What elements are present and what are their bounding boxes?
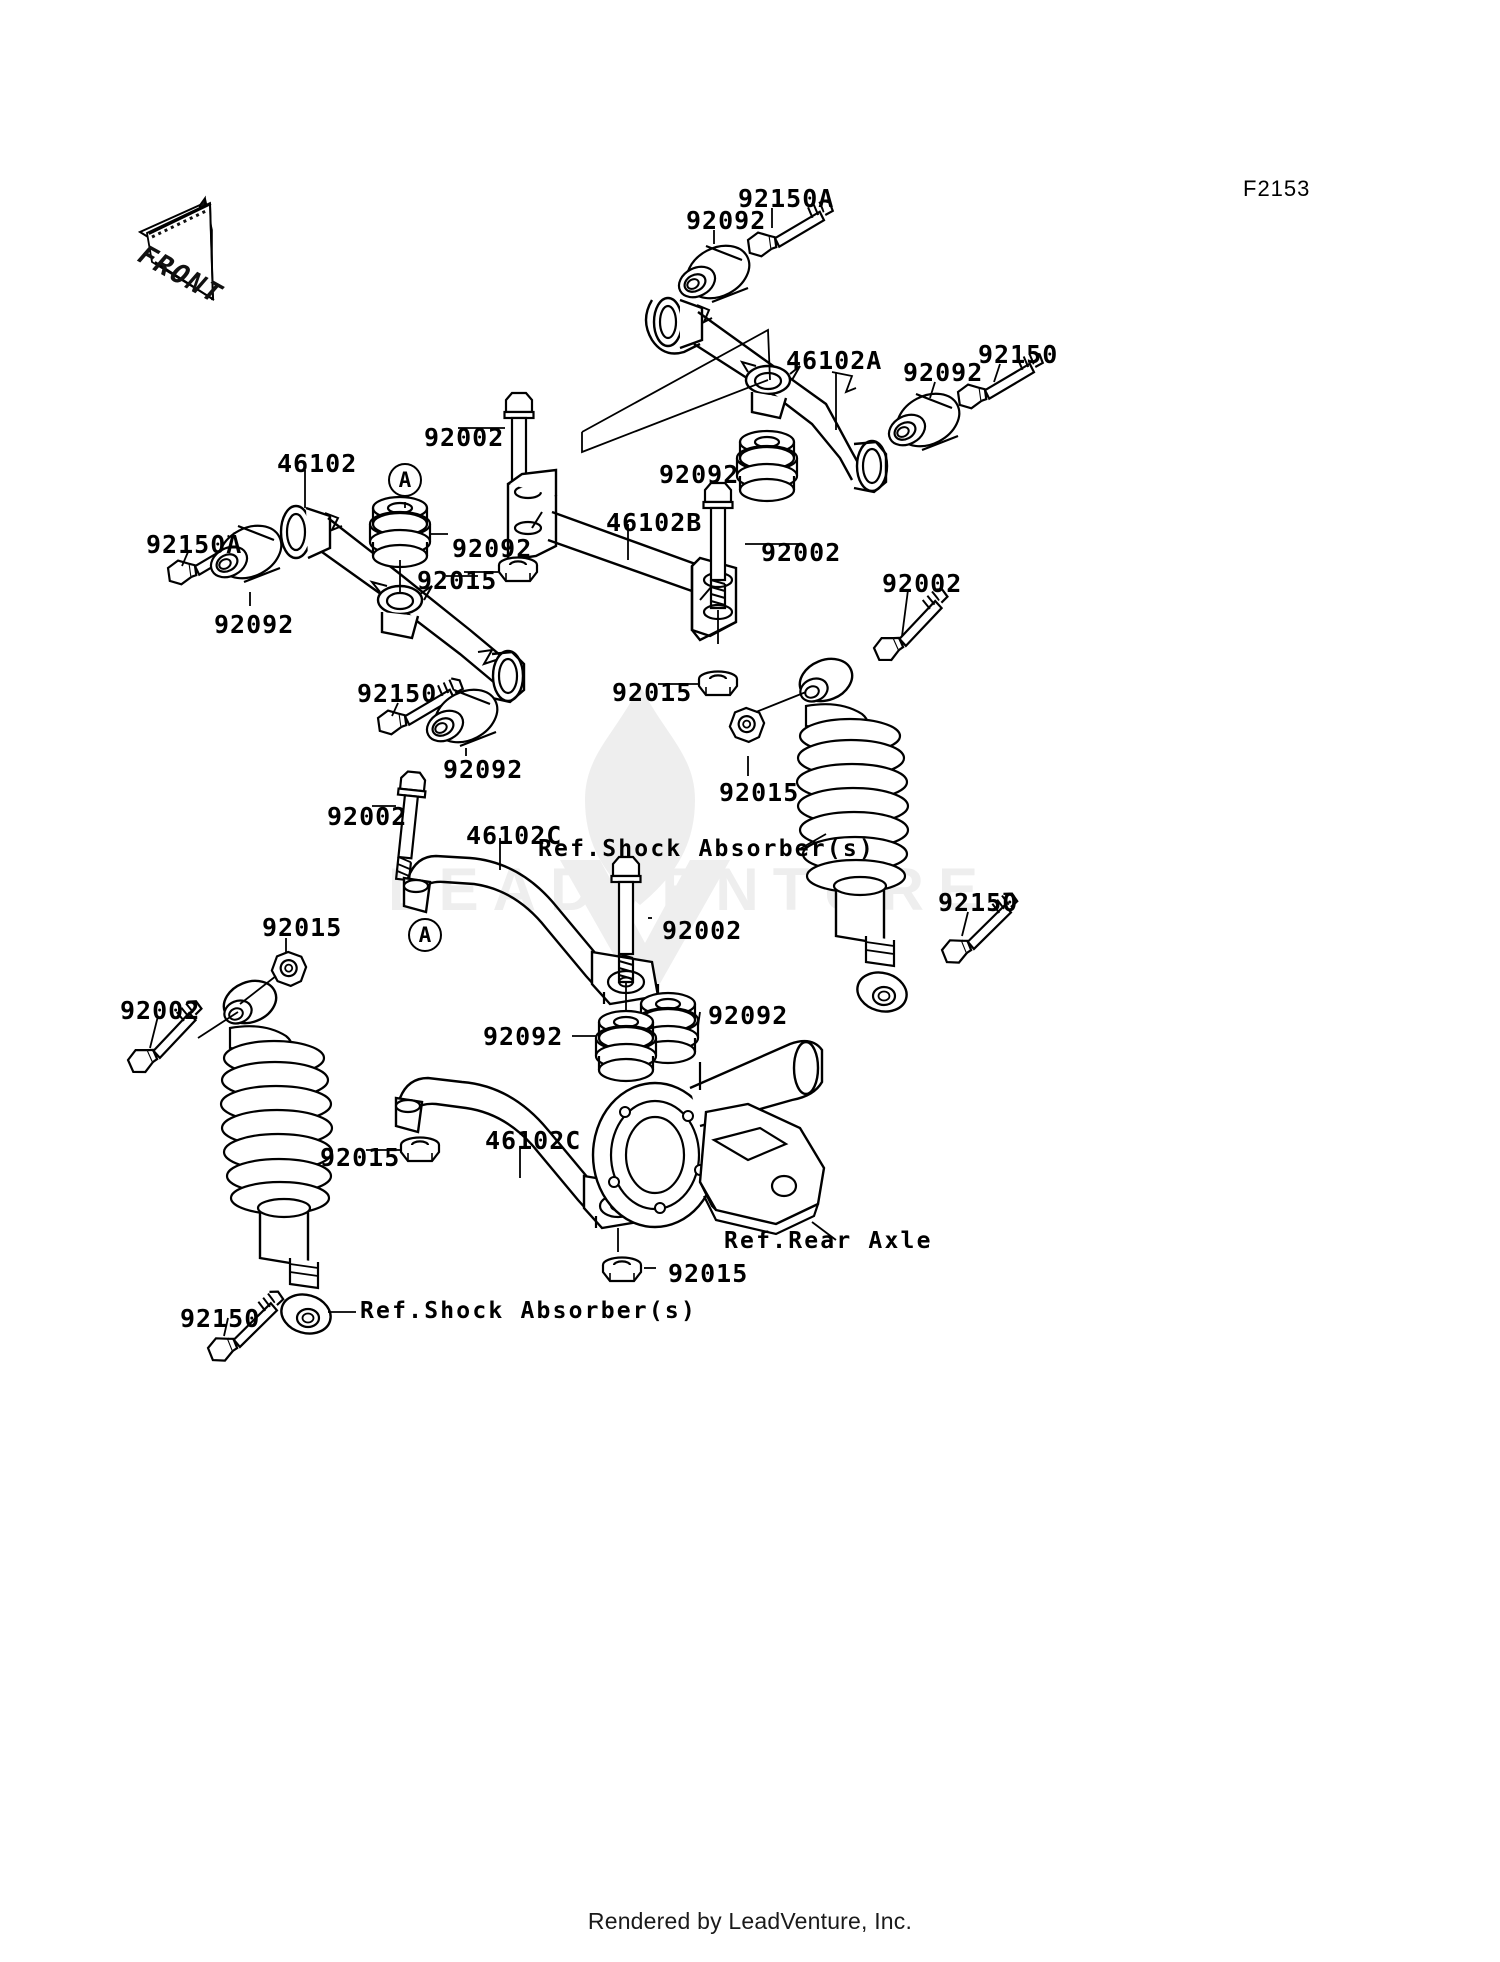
- leader-92150-right: [993, 363, 1001, 383]
- part-label-92092: 92092: [708, 1001, 789, 1030]
- ref-shock-absorber-upper-label: Ref.Shock Absorber(s): [538, 836, 875, 862]
- part-label-92092: 92092: [443, 755, 524, 784]
- ref-shock-absorber-lower-label: Ref.Shock Absorber(s): [360, 1298, 697, 1324]
- part-label-46102c: 46102C: [466, 821, 563, 850]
- nut-92015-46102B: [697, 670, 739, 697]
- upper-control-arm-46102A: [581, 296, 889, 494]
- part-label-92015: 92015: [668, 1259, 749, 1288]
- part-label-92092: 92092: [214, 610, 295, 639]
- part-label-92002: 92002: [424, 423, 505, 452]
- part-label-46102: 46102: [277, 449, 358, 478]
- part-label-92150: 92150: [357, 679, 438, 708]
- diagram-ref-code: F2153: [1243, 176, 1311, 201]
- nut-92015-46102C-lower: [601, 1256, 643, 1283]
- part-label-92015: 92015: [612, 678, 693, 707]
- ref-rear-axle-label: Ref.Rear Axle: [724, 1228, 933, 1254]
- nut-92015-shock-right: [728, 706, 766, 744]
- bushing-92092-mid: [735, 429, 799, 503]
- part-label-92092: 92092: [659, 460, 740, 489]
- part-label-92150: 92150: [180, 1304, 261, 1333]
- part-label-92092: 92092: [483, 1022, 564, 1051]
- bushing-92092-right: [882, 382, 970, 458]
- leader-ref-rear-axle: [811, 1221, 837, 1241]
- part-label-92002: 92002: [882, 569, 963, 598]
- bushing-92092-top: [672, 234, 760, 310]
- nut-92015-lower-left: [399, 1136, 441, 1163]
- leader-92092-right: [929, 381, 936, 399]
- part-label-92002: 92002: [120, 996, 201, 1025]
- callout-a-lower: A: [408, 918, 442, 952]
- front-arrow-icon: FRONT: [130, 195, 230, 309]
- part-label-92015: 92015: [719, 778, 800, 807]
- cross-member-46102B: [506, 468, 738, 642]
- part-label-46102c: 46102C: [485, 1126, 582, 1155]
- part-label-92092: 92092: [452, 534, 533, 563]
- part-label-92015: 92015: [262, 913, 343, 942]
- part-label-92002: 92002: [761, 538, 842, 567]
- part-label-92002: 92002: [662, 916, 743, 945]
- callout-a-upper: A: [388, 463, 422, 497]
- bushing-92092-pair-left: [594, 1009, 658, 1083]
- part-label-92015: 92015: [417, 566, 498, 595]
- part-label-92150: 92150: [978, 340, 1059, 369]
- control-arm-46102: [279, 504, 526, 704]
- part-label-92092: 92092: [686, 206, 767, 235]
- part-label-92015: 92015: [320, 1143, 401, 1172]
- nut-92015-shock-left: [270, 950, 308, 988]
- part-label-92150a: 92150A: [738, 184, 835, 213]
- shock-absorber-right: [795, 657, 910, 1013]
- rear-axle-housing: [591, 1039, 826, 1236]
- leader-ref-shock-right: [797, 833, 827, 851]
- part-label-92150: 92150: [938, 888, 1019, 917]
- part-label-92092: 92092: [903, 358, 984, 387]
- shock-absorber-left: [219, 979, 334, 1335]
- part-label-46102a: 46102A: [786, 346, 883, 375]
- part-label-92150a: 92150A: [146, 530, 243, 559]
- bushing-92092-A-upper: [368, 495, 432, 569]
- control-arm-46102C-upper: [402, 854, 660, 1006]
- part-label-46102b: 46102B: [606, 508, 703, 537]
- bolt-92002-46102C-upper: [394, 770, 427, 882]
- v-watermark: [555, 855, 735, 1019]
- part-label-92002: 92002: [327, 802, 408, 831]
- footer-credit: Rendered by LeadVenture, Inc.: [587, 1908, 913, 1934]
- flame-watermark-upper: [545, 680, 735, 914]
